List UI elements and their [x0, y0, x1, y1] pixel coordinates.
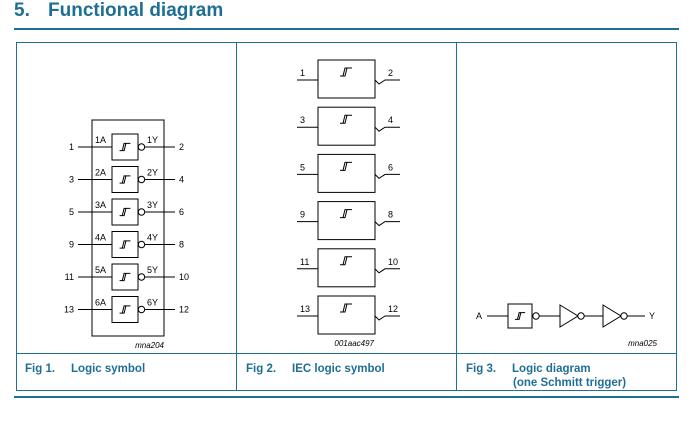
- fig1-hysteresis-icon: [119, 207, 131, 217]
- fig1-inversion-bubble: [137, 273, 146, 281]
- fig1-inversion-bubble: [137, 143, 146, 151]
- heading-rule: [14, 28, 679, 30]
- fig1-caption: Fig 1. Logic symbol: [25, 363, 145, 375]
- fig2-output-pin: 10: [388, 257, 398, 267]
- fig2-output-negation: [374, 221, 400, 227]
- fig1-input-pin: 9: [69, 240, 74, 250]
- fig2-gate-box: [317, 295, 376, 335]
- fig3-inverter-1: [559, 304, 579, 328]
- fig1-input-name: 3A: [95, 200, 106, 210]
- fig2-gate-box: [317, 59, 376, 99]
- panel-divider-2: [456, 42, 457, 391]
- fig2-output-negation: [374, 126, 400, 132]
- fig2-hysteresis-icon: [340, 161, 352, 171]
- fig3-reference: mna025: [628, 339, 657, 348]
- fig1-output-pin: 8: [179, 240, 184, 250]
- fig1-hysteresis-icon: [119, 142, 131, 152]
- fig1-output-pin: 10: [179, 272, 189, 282]
- fig2-output-pin: 2: [388, 68, 393, 78]
- fig1-output-pin: 4: [179, 175, 184, 185]
- fig2-hysteresis-icon: [340, 303, 352, 313]
- fig1-input-pin: 3: [69, 175, 74, 185]
- fig2-output-pin: 12: [388, 304, 398, 314]
- fig3-output-label: Y: [649, 311, 655, 321]
- fig3-input-label: A: [476, 311, 482, 321]
- fig2-output-pin: 6: [388, 162, 393, 172]
- fig2-reference: 001aac497: [334, 339, 374, 348]
- fig1-input-name: 2A: [95, 168, 106, 178]
- fig3-inversion-bubble: [620, 312, 628, 320]
- fig1-input-pin: 13: [64, 305, 74, 315]
- fig2-gate-box: [317, 153, 376, 193]
- fig3-inverter-2: [602, 304, 622, 328]
- fig2-output-negation: [374, 315, 400, 321]
- fig1-output-pin: 6: [179, 207, 184, 217]
- fig2-input-pin: 3: [300, 115, 305, 125]
- fig3-hysteresis-icon: [514, 312, 526, 320]
- section-title: Functional diagram: [48, 0, 224, 21]
- bottom-rule: [14, 396, 679, 398]
- fig1-input-name: 5A: [95, 265, 106, 275]
- fig2-title: IEC logic symbol: [292, 363, 385, 375]
- fig2-input-pin: 13: [300, 304, 310, 314]
- fig3-caption: Fig 3. Logic diagram: [466, 363, 591, 375]
- fig2-gate-box: [317, 248, 376, 288]
- fig2-hysteresis-icon: [340, 256, 352, 266]
- fig1-output-pin: 2: [179, 142, 184, 152]
- panel-divider-1: [236, 42, 237, 391]
- fig3-inversion-bubble: [532, 312, 540, 320]
- caption-divider: [16, 353, 677, 354]
- fig2-output-pin: 8: [388, 210, 393, 220]
- fig1-hysteresis-icon: [119, 305, 131, 314]
- fig3-inversion-bubble: [577, 312, 585, 320]
- fig2-output-negation: [374, 173, 400, 180]
- fig1-title: Logic symbol: [71, 363, 146, 375]
- fig1-input-name: 1A: [95, 135, 106, 145]
- fig1-hysteresis-icon: [119, 272, 131, 282]
- fig2-output-pin: 4: [388, 115, 393, 125]
- fig2-hysteresis-icon: [340, 114, 352, 124]
- fig3-title-line1: Logic diagram: [512, 363, 591, 375]
- fig1-output-name: 4Y: [147, 233, 158, 243]
- fig2-input-pin: 1: [300, 68, 305, 78]
- fig1-reference: mna204: [135, 341, 164, 350]
- section-heading: 5. Functional diagram: [14, 0, 223, 22]
- fig1-inversion-bubble: [137, 208, 146, 216]
- fig1-input-pin: 5: [69, 207, 74, 217]
- fig1-output-name: 2Y: [147, 168, 158, 178]
- fig2-input-pin: 11: [300, 257, 309, 267]
- fig1-input-pin: 1: [69, 142, 74, 152]
- fig1-output-name: 5Y: [147, 265, 158, 275]
- fig1-inversion-bubble: [137, 305, 146, 314]
- fig2-output-negation: [374, 268, 400, 274]
- fig2-gate-box: [317, 106, 376, 146]
- fig2-label: Fig 2.: [246, 363, 277, 375]
- fig3-caption-line2: (one Schmitt trigger): [513, 377, 627, 389]
- fig1-label: Fig 1.: [25, 363, 56, 375]
- fig2-caption: Fig 2. IEC logic symbol: [246, 363, 385, 375]
- fig1-input-name: 6A: [95, 298, 106, 308]
- fig1-input-pin: 11: [65, 272, 74, 282]
- fig1-output-name: 6Y: [147, 298, 158, 308]
- fig2-input-pin: 9: [300, 210, 305, 220]
- fig1-output-name: 3Y: [147, 200, 158, 210]
- fig2-gate-box: [317, 201, 376, 241]
- fig2-input-pin: 5: [300, 162, 305, 172]
- fig1-input-name: 4A: [95, 233, 106, 243]
- fig2-hysteresis-icon: [340, 209, 352, 219]
- fig1-output-name: 1Y: [147, 135, 158, 145]
- fig1-hysteresis-icon: [119, 240, 131, 249]
- figure-frame: [16, 42, 677, 391]
- fig2-hysteresis-icon: [340, 67, 352, 77]
- fig1-package-outline: [91, 119, 165, 337]
- fig1-inversion-bubble: [137, 240, 146, 249]
- fig1-hysteresis-icon: [119, 175, 131, 184]
- fig1-inversion-bubble: [137, 175, 146, 184]
- fig2-output-negation: [374, 79, 400, 85]
- fig3-label: Fig 3.: [466, 363, 497, 375]
- fig1-output-pin: 12: [179, 305, 189, 315]
- section-number: 5.: [14, 0, 30, 21]
